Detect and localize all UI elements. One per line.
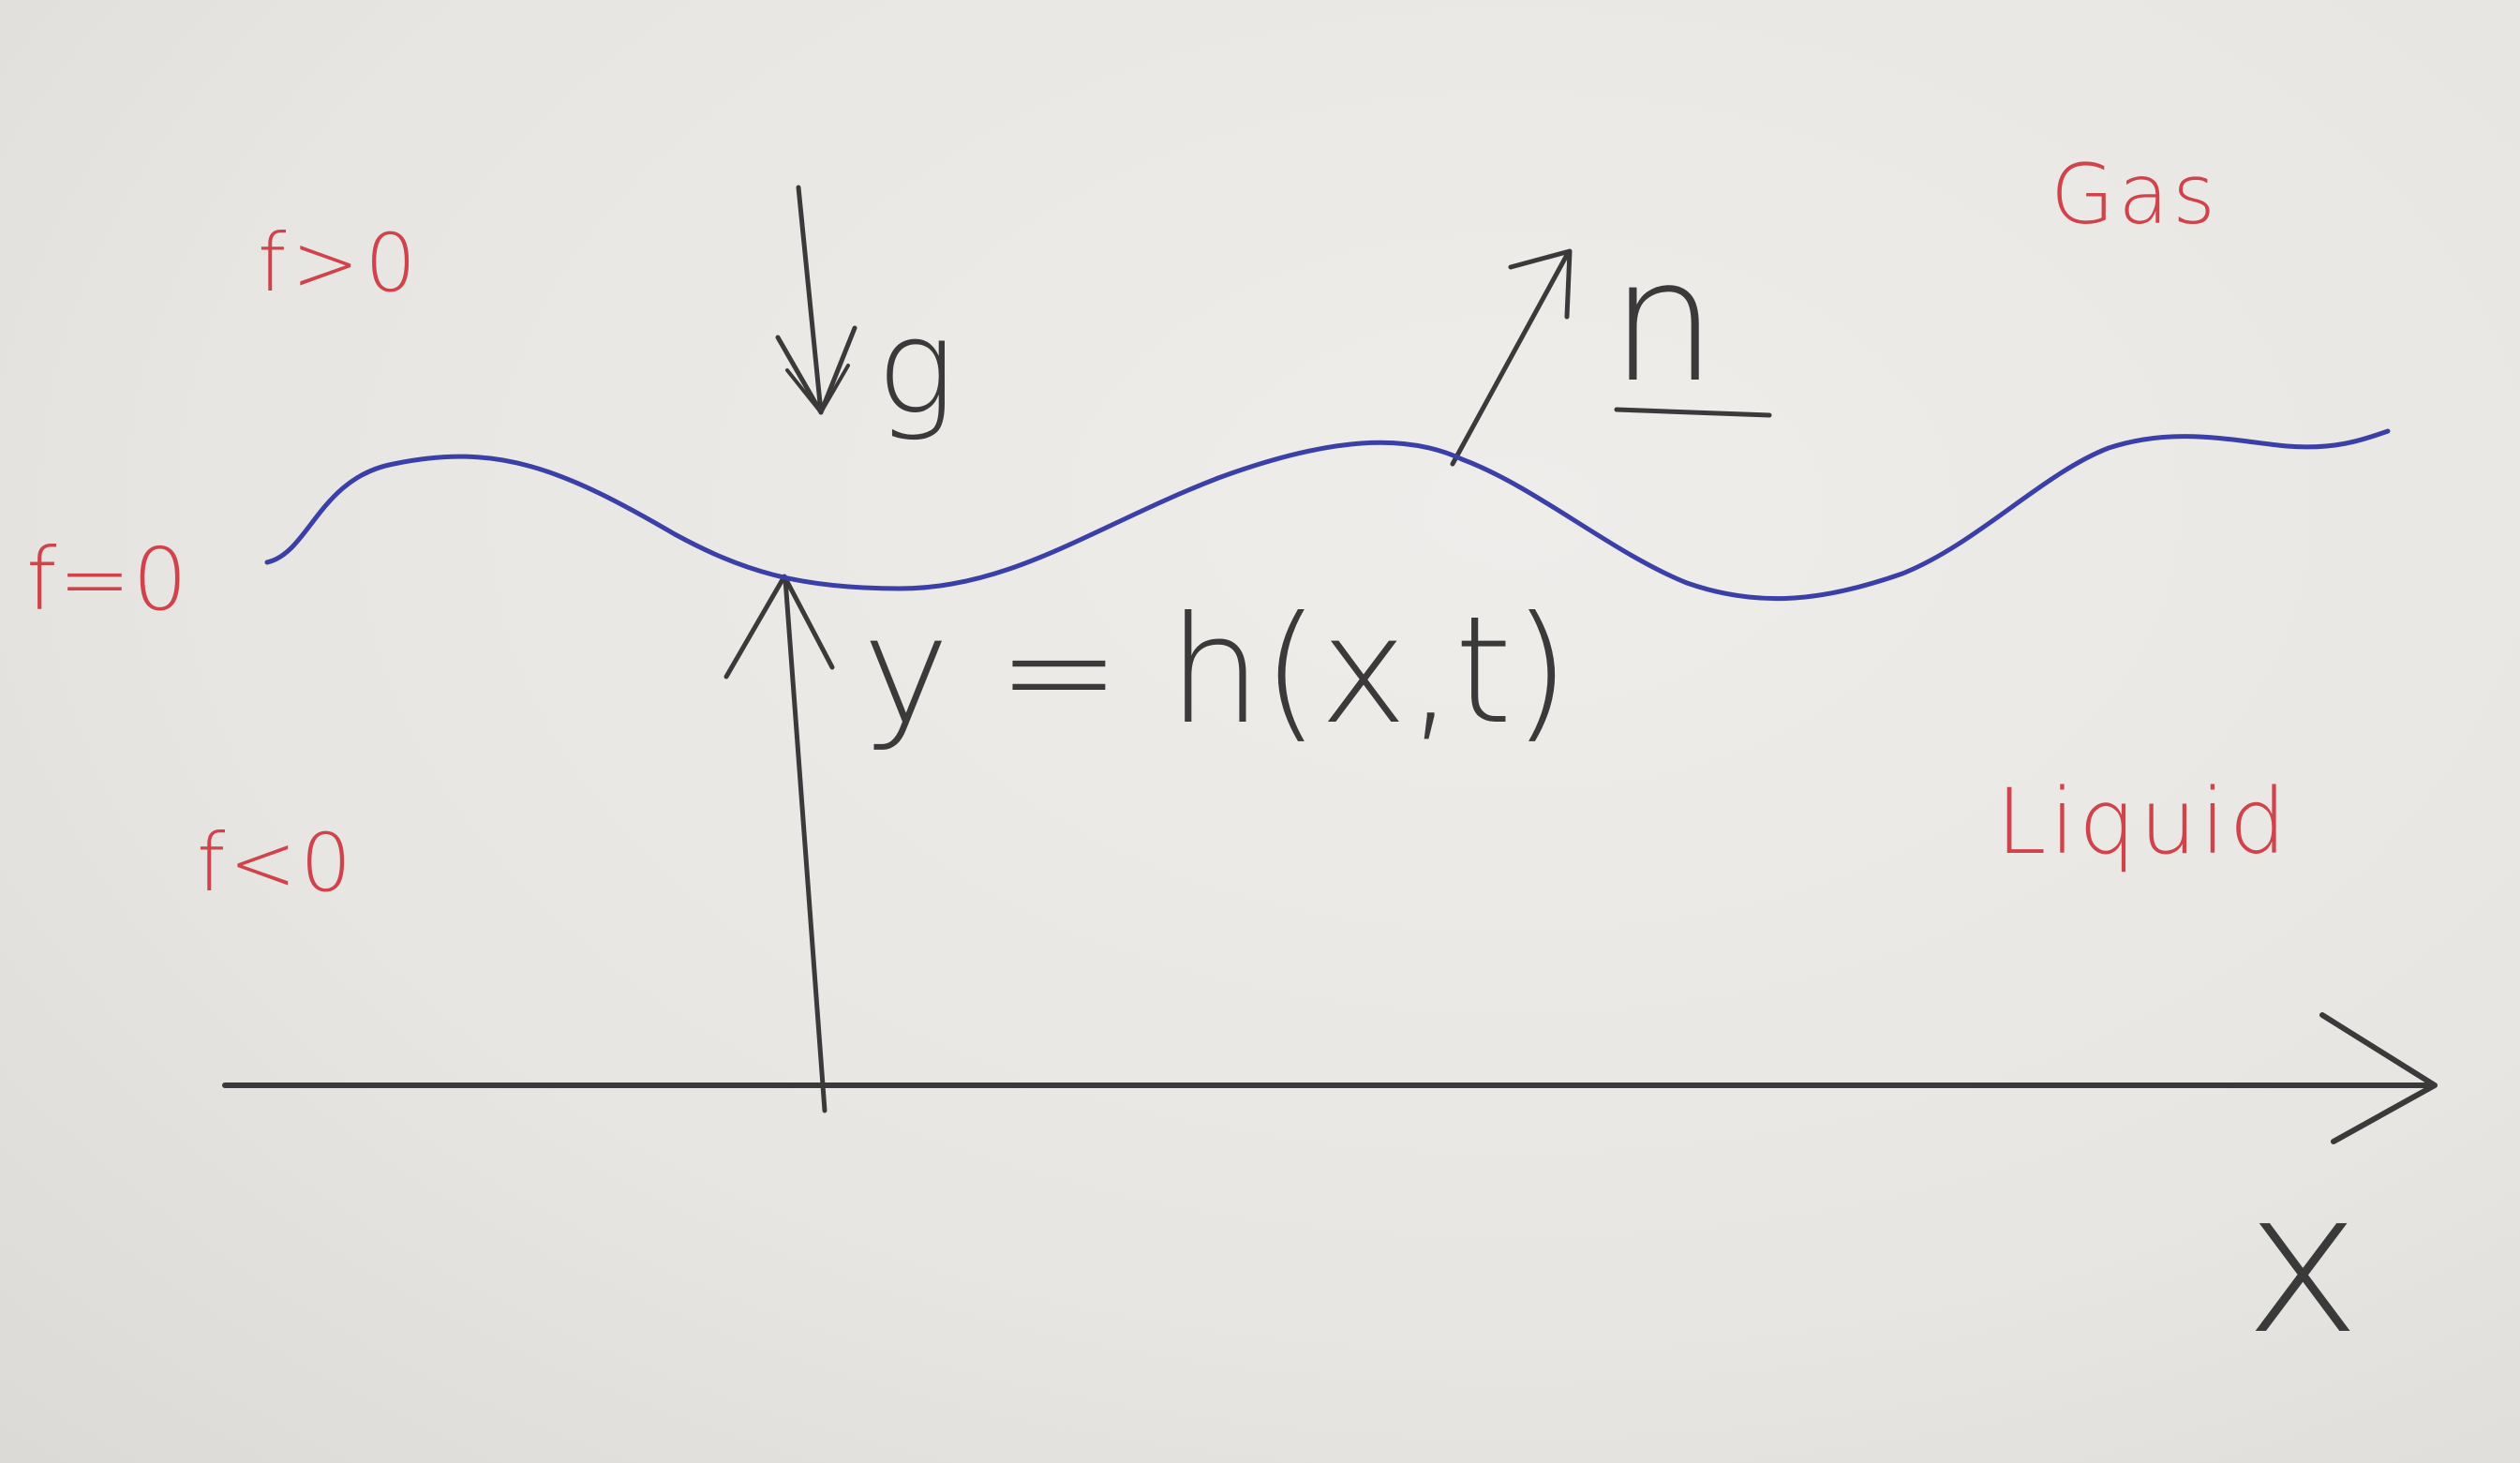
liquid-label: Liquid — [1996, 769, 2290, 874]
interface-curve — [264, 428, 2391, 602]
normal-label: n — [1610, 224, 1717, 420]
x-axis-label: x — [2244, 1148, 2361, 1378]
normal-arrow-head — [1508, 248, 1573, 320]
f-negative-label: f<0 — [197, 816, 355, 910]
y-arrow-head — [723, 574, 835, 679]
f-zero-label: f=0 — [26, 530, 189, 630]
y-arrow-shaft — [783, 576, 828, 1113]
x-axis-arrowhead — [2319, 1012, 2438, 1144]
gravity-arrow-shaft — [796, 185, 824, 415]
gravity-label: g — [876, 291, 955, 444]
interface-equation: y = h(x,t) — [862, 585, 1570, 757]
gas-label: Gas — [2050, 146, 2219, 243]
f-positive-label: f>0 — [258, 216, 422, 310]
normal-underline — [1614, 407, 1772, 418]
gravity-arrow-head-inner — [785, 364, 850, 414]
normal-arrow-shaft — [1450, 252, 1570, 467]
